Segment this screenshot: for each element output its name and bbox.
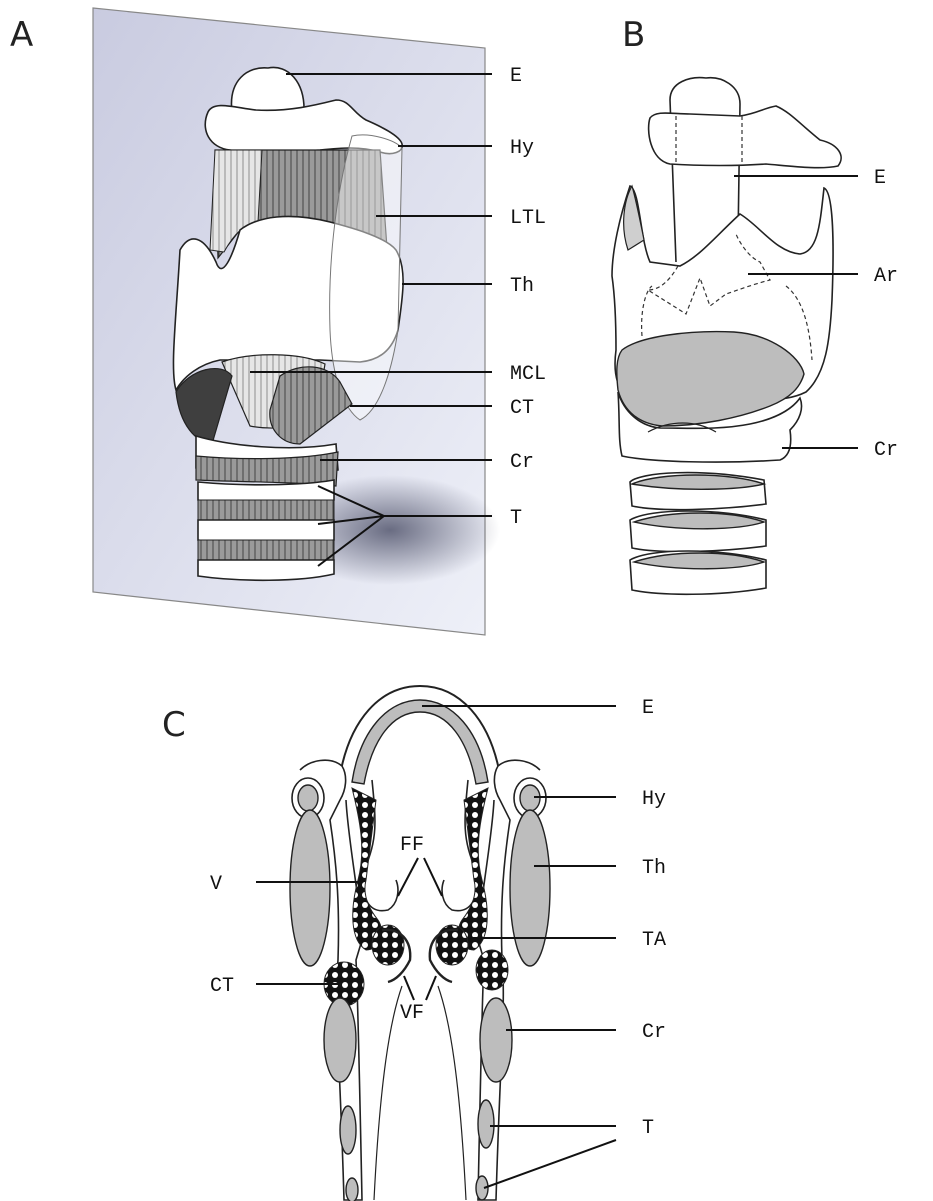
label-c-ta: TA — [642, 929, 666, 952]
cricoid-right-c — [480, 998, 512, 1082]
label-a-cr: Cr — [510, 451, 534, 474]
panel-b-title: B — [622, 15, 645, 55]
label-c-vf: VF — [400, 1002, 424, 1025]
thyroid-right-c — [510, 810, 550, 966]
label-c-cr: Cr — [642, 1021, 666, 1044]
panel-a: A — [10, 8, 546, 635]
trachea-ring-left-2 — [346, 1178, 358, 1201]
airway-right — [438, 986, 466, 1200]
leader-c-vf-2 — [426, 976, 436, 1000]
label-a-ltl: LTL — [510, 207, 546, 230]
label-c-v: V — [210, 873, 222, 896]
label-c-hy: Hy — [642, 788, 666, 811]
panel-c: C — [162, 686, 666, 1201]
label-a-e: E — [510, 65, 522, 88]
leader-c-t-2 — [484, 1140, 616, 1188]
trachea-ring-3 — [198, 560, 334, 580]
thyroid-left-c — [290, 810, 330, 966]
label-b-e: E — [874, 167, 886, 190]
label-c-t: T — [642, 1117, 654, 1140]
label-a-t: T — [510, 507, 522, 530]
airway-left — [374, 986, 402, 1200]
trachea-ring-left-1 — [340, 1106, 356, 1154]
label-a-th: Th — [510, 275, 534, 298]
hyoid-left-c-inner — [298, 785, 318, 811]
label-c-ct: CT — [210, 975, 234, 998]
cricoid-lamina-b — [617, 332, 804, 426]
hyoid-bone-b — [649, 106, 841, 168]
panel-b: B E Ar Cr — [612, 15, 898, 594]
ct-muscle-right — [476, 950, 508, 990]
label-b-cr: Cr — [874, 439, 898, 462]
trachea-ring-right-1 — [478, 1100, 494, 1148]
label-c-e: E — [642, 697, 654, 720]
label-b-ar: Ar — [874, 265, 898, 288]
label-a-mcl: MCL — [510, 363, 546, 386]
epiglottis-cartilage-c — [352, 700, 488, 784]
label-c-ff: FF — [400, 834, 424, 857]
label-c-th: Th — [642, 857, 666, 880]
leader-c-ff-2 — [424, 858, 442, 896]
label-a-hy: Hy — [510, 137, 534, 160]
trachea-membrane-1 — [198, 500, 334, 520]
leader-c-vf-1 — [404, 976, 414, 1000]
trachea-membrane-2 — [198, 540, 334, 560]
panel-a-title: A — [10, 15, 33, 55]
leader-c-ff-1 — [398, 858, 418, 896]
cricoid-left-c — [324, 998, 356, 1082]
label-a-ct: CT — [510, 397, 534, 420]
panel-c-title: C — [162, 705, 186, 745]
